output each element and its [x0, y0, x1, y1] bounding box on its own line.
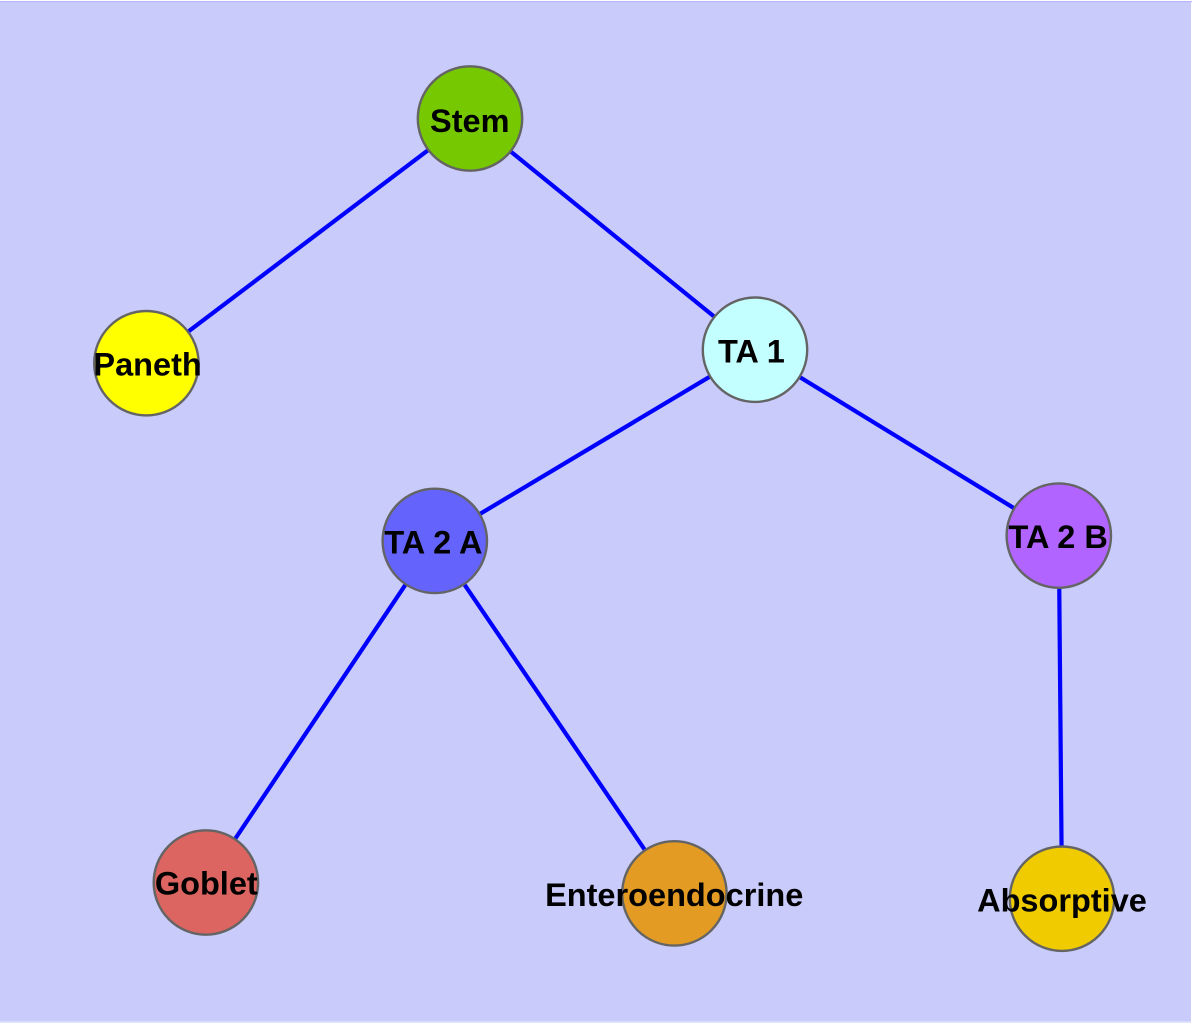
svg-text:Paneth: Paneth	[93, 347, 201, 383]
svg-text:Stem: Stem	[430, 103, 509, 139]
svg-text:Absorptive: Absorptive	[977, 883, 1147, 919]
svg-text:TA 2 B: TA 2 B	[1009, 519, 1108, 555]
svg-text:Goblet: Goblet	[155, 866, 258, 902]
svg-text:TA 2 A: TA 2 A	[384, 525, 482, 561]
svg-text:TA 1: TA 1	[718, 334, 785, 370]
svg-text:Enteroendocrine: Enteroendocrine	[545, 877, 803, 913]
